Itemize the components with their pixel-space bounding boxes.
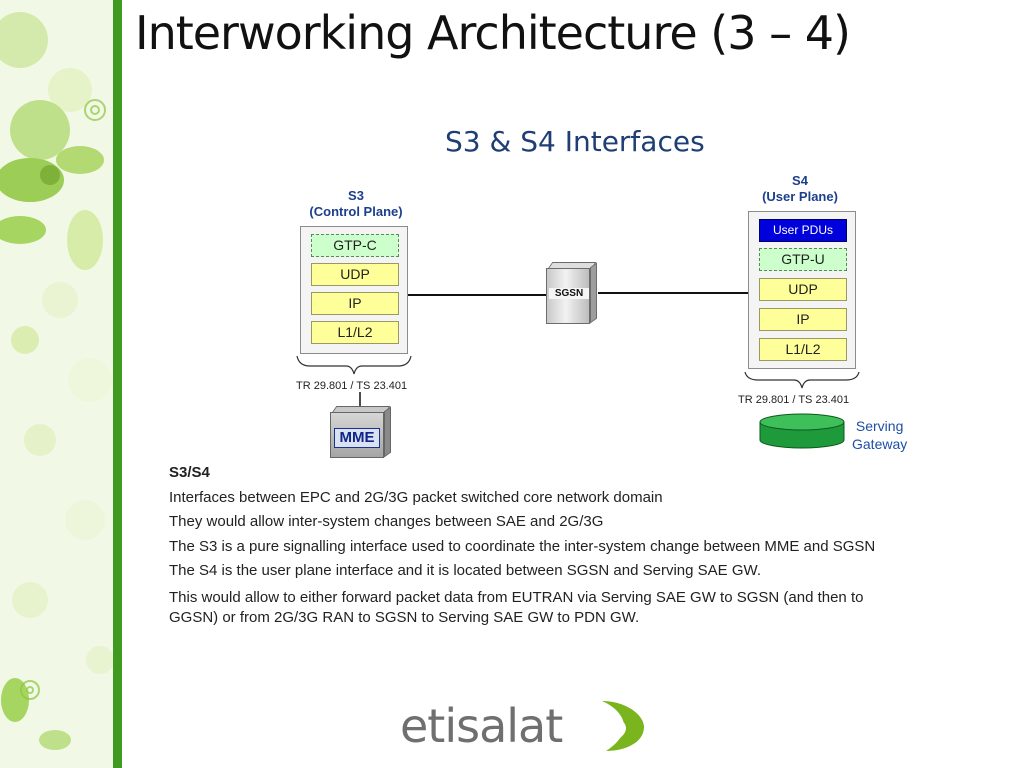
s4-plane: (User Plane) (762, 189, 838, 204)
s4-layer-ip: IP (759, 308, 847, 331)
serving-gateway-label: Serving Gateway (852, 417, 907, 453)
s4-reference: TR 29.801 / TS 23.401 (738, 394, 850, 406)
s3-name: S3 (348, 188, 364, 203)
s4-brace (744, 371, 860, 389)
s4-name: S4 (792, 173, 808, 188)
sgsn-label: SGSN (549, 288, 589, 299)
logo-mark-icon (602, 701, 644, 751)
accent-divider (113, 0, 122, 768)
sgsn-node: SGSN (546, 262, 598, 324)
description-heading: S3/S4 (169, 464, 210, 481)
slide-title: Interworking Architecture (3 – 4) (135, 6, 851, 60)
s3-layer-gtp-c: GTP-C (311, 234, 399, 257)
serving-gateway-icon (759, 413, 845, 449)
sgsn-side (590, 262, 597, 324)
s3-plane: (Control Plane) (309, 204, 403, 219)
description-line-2: They would allow inter-system changes be… (169, 513, 604, 530)
s3-brace (296, 355, 412, 375)
diagram-title: S3 & S4 Interfaces (445, 125, 705, 158)
etisalat-logo: etisalat (400, 697, 650, 757)
description-line-1: Interfaces between EPC and 2G/3G packet … (169, 488, 663, 506)
serving-gateway-label-line2: Gateway (852, 436, 908, 452)
s3-reference: TR 29.801 / TS 23.401 (296, 380, 408, 392)
s4-protocol-stack: User PDUs GTP-U UDP IP L1/L2 (748, 211, 856, 369)
floral-decoration (0, 0, 122, 768)
s3-header: S3 (Control Plane) (296, 188, 416, 220)
s4-layer-udp: UDP (759, 278, 847, 301)
serving-gateway-label-line1: Serving (855, 418, 904, 434)
s4-layer-user-pdus: User PDUs (759, 219, 847, 242)
mme-node: MME (330, 406, 392, 458)
logo-text: etisalat (400, 699, 563, 753)
decorative-floral-strip (0, 0, 122, 768)
description-line-6: GGSN) or from 2G/3G RAN to SGSN to Servi… (169, 608, 640, 626)
mme-label: MME (334, 428, 380, 448)
description-line-4: The S4 is the user plane interface and i… (169, 562, 761, 579)
s4-layer-l1l2: L1/L2 (759, 338, 847, 361)
s4-layer-gtp-u: GTP-U (759, 248, 847, 271)
s4-header: S4 (User Plane) (745, 173, 855, 205)
s3-layer-l1l2: L1/L2 (311, 321, 399, 344)
s3-layer-ip: IP (311, 292, 399, 315)
description-text: S3/S4 Interfaces between EPC and 2G/3G p… (169, 461, 875, 628)
description-line-5: This would allow to either forward packe… (169, 588, 864, 606)
s3-layer-udp: UDP (311, 263, 399, 286)
s3-protocol-stack: GTP-C UDP IP L1/L2 (300, 226, 408, 354)
description-line-3: The S3 is a pure signalling interface us… (169, 537, 876, 555)
mme-side (384, 406, 391, 458)
